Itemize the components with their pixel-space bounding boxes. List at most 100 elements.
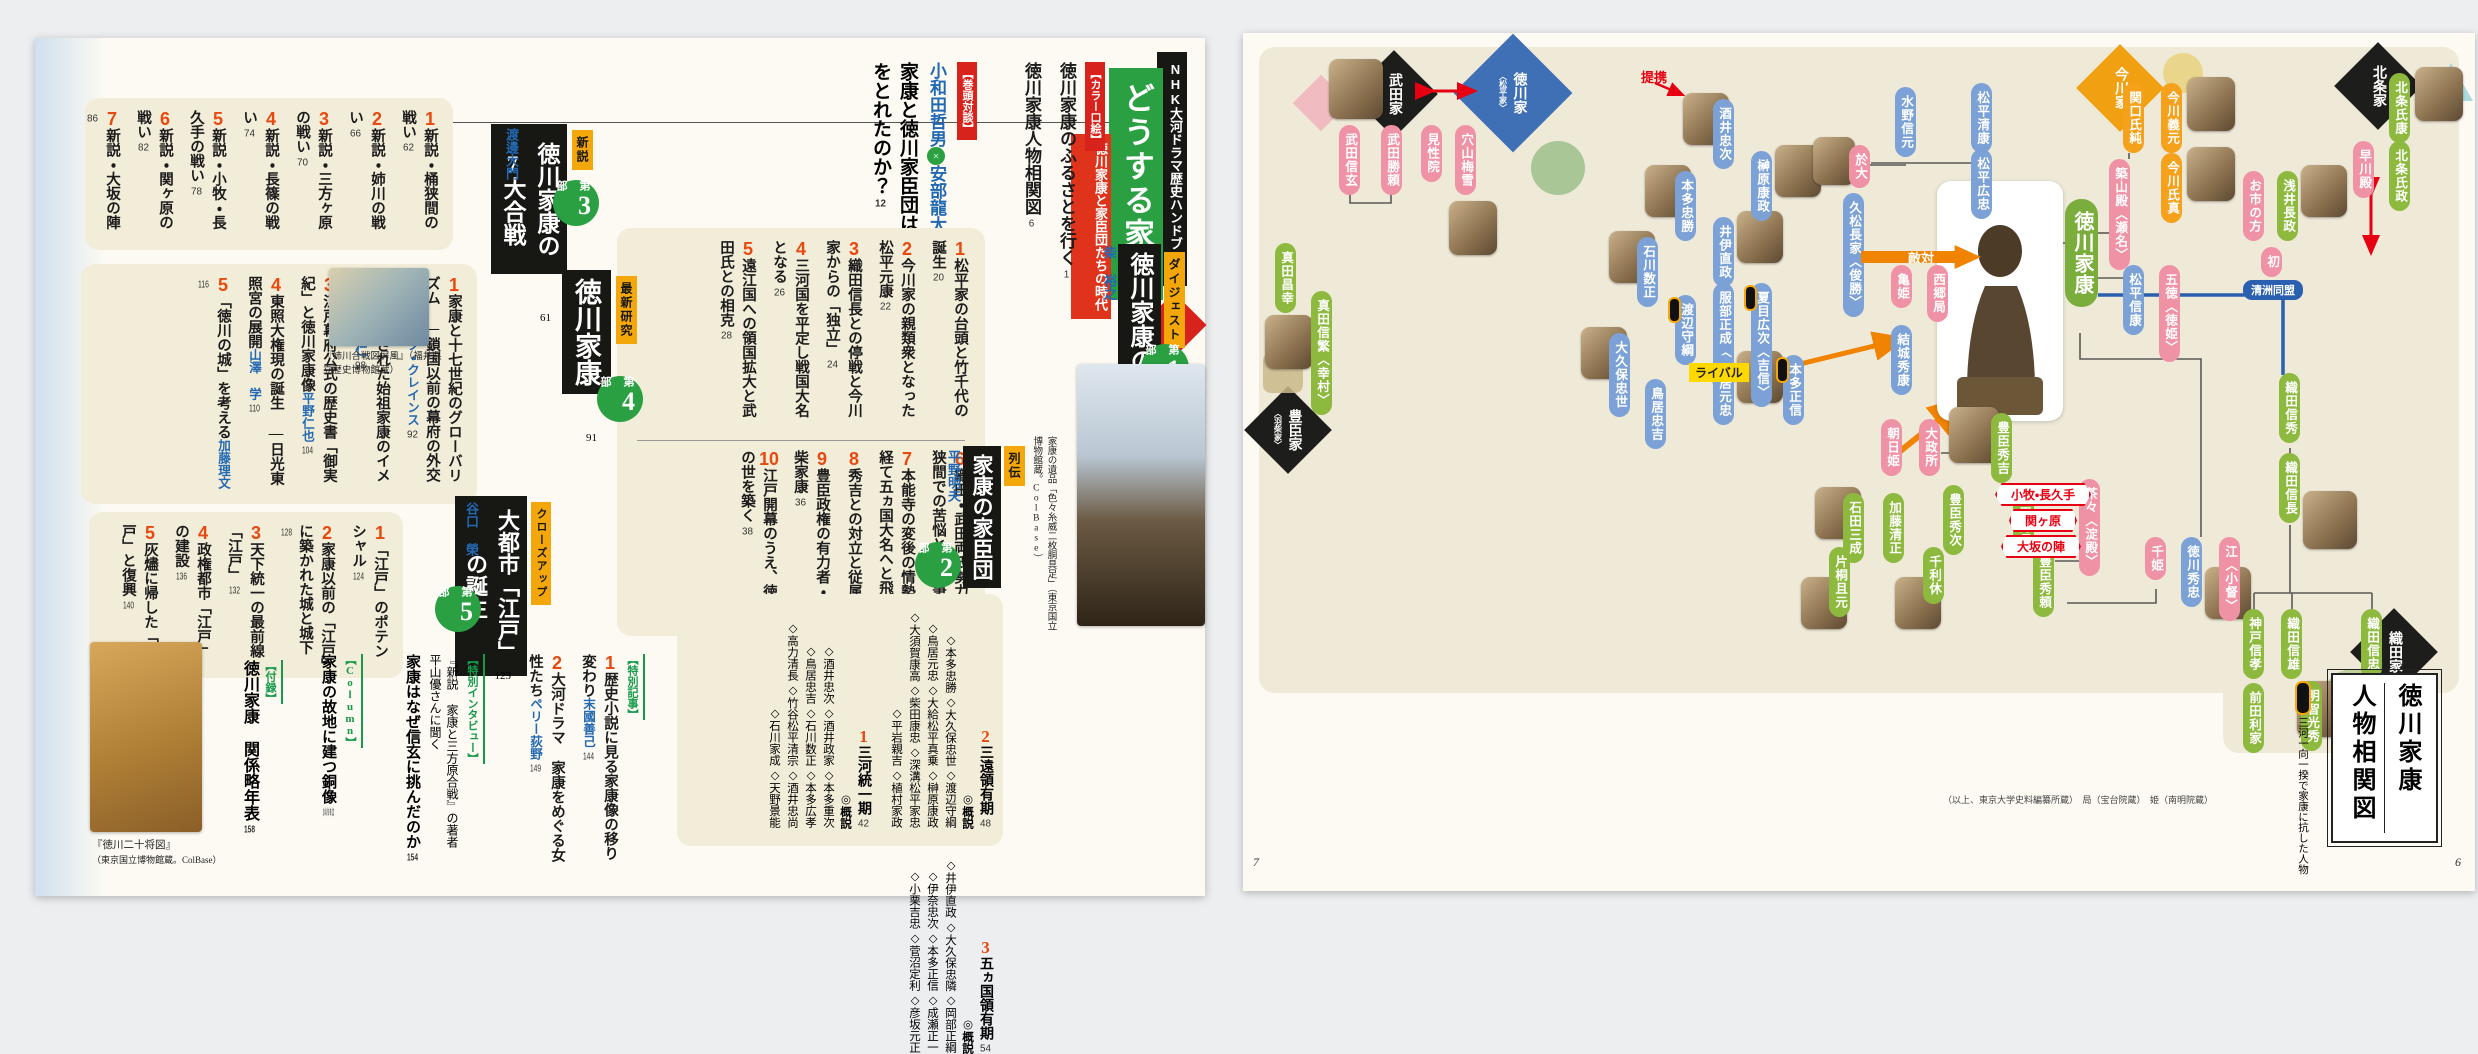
toc-item-page: 36 (795, 497, 806, 508)
interview-title: 家康はなぜ信玄に挑んだのか154 (404, 654, 420, 863)
toc-item-number: 5 (144, 524, 155, 542)
color-plate-title: 徳川家康のふるさとを行く (1057, 62, 1076, 266)
ikki-marker-icon (1668, 297, 1681, 323)
person-pill: 於大 (1849, 145, 1871, 188)
retsuden-member: ◇小栗吉忠 (908, 869, 920, 929)
retsuden-member: ◇酒井忠尚 (786, 768, 798, 828)
person-pill: 織田信雄 (2281, 609, 2303, 679)
toc-item-page: 86 (87, 114, 98, 124)
person-pill: 江〈小督〉 (2219, 537, 2241, 621)
family-diamond: 北条家 (2334, 42, 2422, 130)
retsuden-period: 1三河統一期42◎概説◇酒井忠次◇酒井政家◇本多重次◇鳥居忠吉◇石川数正◇本多広… (765, 604, 873, 829)
toc-item-title: 松平家の台頭と竹千代の誕生 (930, 240, 968, 418)
toc-item-page: 132 (229, 586, 240, 596)
toc-item-title: 家康と十七世紀のグローバリズム ―鎖国以前の幕府の外交 (424, 276, 462, 483)
retsuden-member: ◇竹谷松平清宗 (786, 683, 798, 766)
chart-label-battle: 関ヶ原 (2009, 509, 2078, 532)
retsuden-member: ◇彦坂元正 (908, 993, 920, 1053)
family-name: 北条家 (2371, 65, 2386, 107)
toc-item-page: 124 (353, 571, 364, 582)
retsuden-member: ◇酒井忠次 (822, 644, 834, 704)
person-pill: 渡辺守綱 (1668, 295, 1697, 365)
person-pill: 大久保忠世 (1609, 333, 1631, 417)
retsuden-period-header: 2三遠領有期48 (975, 604, 995, 829)
shinsetsu-part-badge: 第3部 (553, 180, 599, 226)
appendix-title: 徳川家康 関係略年表158 (241, 660, 258, 835)
toc-item-number: 3 (318, 110, 329, 128)
aoi-crest-icon (1531, 141, 1585, 195)
person-pill: 豊臣秀吉 (1991, 413, 2013, 483)
toc-page: NHK大河ドラマ歴史ハンドブック どうする家康 徳川家康と家臣団たちの時代 目次… (35, 38, 1207, 1054)
nijusho-image (90, 642, 202, 832)
color-plate-page: 1 (1063, 270, 1070, 280)
retsuden-member: ◇大久保忠隣 (944, 919, 956, 992)
toc-item-number: 1 (604, 654, 615, 672)
toc-item-title: 新説・桶狭間の戦い (400, 110, 438, 230)
toc-item-page: 92 (407, 430, 418, 440)
taidan-guest1: 小和田哲男 (927, 62, 946, 147)
retsuden-member: ◇渡辺守綱 (944, 768, 956, 828)
closeup-author: 谷口 榮 (464, 502, 479, 556)
toc-item-page: 66 (350, 128, 361, 139)
digest-badge: ダイジェスト (1164, 252, 1185, 348)
toc-item-title: 東照大権現の誕生 ―日光東照宮の展開 (246, 276, 284, 486)
family-diamond: 武田家 (1350, 50, 1438, 138)
closeup-title: 大都市「江戸」の誕生 (455, 496, 527, 676)
toc-item: 1松平家の台頭と竹千代の誕生20 (928, 240, 971, 430)
toc-item-number: 1 (954, 240, 965, 258)
retsuden-period-page: 48 (980, 819, 991, 829)
toc-item-number: 10 (759, 450, 779, 468)
retsuden-member: ◇大久保忠世 (944, 694, 956, 767)
person-pill: 大政所 (1919, 419, 1941, 476)
toc-item: 7本能寺の変後の情勢を経て五ヵ国大名へと飛躍32 (875, 450, 918, 626)
toc-item-page: 74 (244, 128, 255, 139)
person-pill: 千利休 (1923, 547, 1945, 604)
armor-image (1077, 364, 1205, 626)
toc-item-number: 2 (551, 654, 562, 672)
person-pill: 織田信秀 (2279, 373, 2301, 443)
family-sub: 〈松平家〉 (1498, 72, 1508, 112)
toc-item-title: 新説・小牧・長久手の戦い (188, 110, 226, 230)
ieyasu-statue-image (1937, 181, 2063, 421)
toc-item-number: 7 (901, 450, 912, 468)
retsuden-member: ◇鳥居忠吉 (804, 644, 816, 704)
toc-item-title: 「江戸」のポテンシャル (350, 524, 388, 658)
retsuden-period: 3五ヵ国領有期54◎概説◇井伊直政◇大久保忠隣◇岡部正綱◇伊奈忠次◇本多正信◇成… (905, 829, 995, 1054)
chart-label-yellow: ライバル (1689, 363, 1749, 382)
toc-item-page: 62 (403, 143, 414, 153)
toc-item-title: 新説・長篠の戦い (241, 110, 279, 230)
person-pill: 今川氏真 (2161, 153, 2183, 223)
ikki-marker-icon (2295, 681, 2311, 715)
toc-item: 2新説・姉川の戦い66 (345, 110, 388, 240)
chart-credit: （以上、東京大学史料編纂所蔵） 局（宝台院蔵） 姫（南明院蔵） (1943, 795, 2214, 805)
toc-item-title: 政権都市「江戸」の建設 (173, 524, 211, 658)
retsuden-period-number: 3 (981, 939, 990, 956)
person-pill: お市の方 (2243, 171, 2265, 241)
portrait-photo (2187, 77, 2235, 131)
person-pill: 片桐且元 (1829, 547, 1851, 617)
ikki-marker-icon (1776, 357, 1789, 383)
retsuden-member: ◇岡部正綱 (944, 993, 956, 1053)
toc-item: 3新説・三方ヶ原の戦い70 (292, 110, 335, 240)
chart-title-line1: 徳川家康 (2394, 683, 2420, 795)
toc-item-number: 5 (212, 110, 223, 128)
retsuden-period-page: 54 (980, 1044, 991, 1054)
toc-item-page: 78 (191, 186, 202, 197)
taidan-x-icon: × (927, 147, 945, 165)
person-pill: 久松長家〈俊勝〉 (1843, 193, 1865, 317)
retsuden-member: ◇深溝松平家忠 (908, 745, 920, 828)
person-pill: 石田三成 (1843, 493, 1865, 563)
retsuden-member: ◇本多広孝 (804, 768, 816, 828)
person-pill: 豊臣秀頼 (2033, 547, 2055, 617)
person-pill: 松平清康 (1971, 83, 1993, 153)
portrait-photo (1813, 137, 1855, 185)
toc-item-page: 22 (880, 302, 891, 312)
retsuden-title: 家康の家臣団 (963, 446, 1001, 588)
toc-item-number: 2 (901, 240, 912, 258)
toc-item: 4政権都市「江戸」の建設136 (171, 524, 214, 666)
taidan-guests: 小和田哲男×安部龍太郎 (924, 62, 949, 250)
toc-item-author: 平野仁也 (300, 392, 314, 442)
